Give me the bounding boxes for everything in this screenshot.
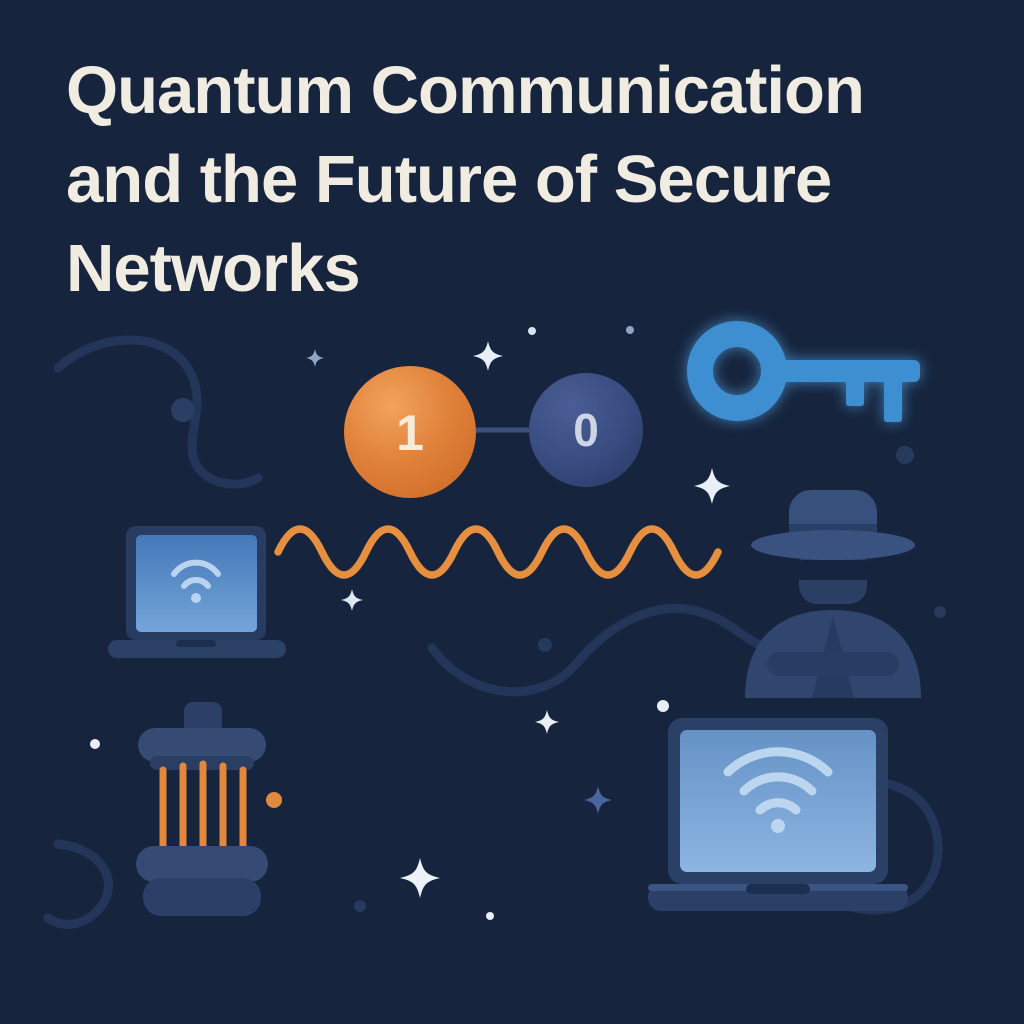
laptop-wifi-left-icon (108, 526, 286, 658)
spy-arms (767, 652, 899, 676)
background-dots (90, 326, 946, 920)
spy-eavesdropper-icon (745, 490, 921, 698)
qubit-pair: 1 0 (344, 366, 643, 498)
key-icon (687, 321, 920, 422)
qubit-zero-label: 0 (573, 404, 599, 456)
dot (171, 398, 195, 422)
dot (486, 912, 494, 920)
quantum-computer-icon (136, 702, 282, 916)
decorative-curve (43, 839, 113, 929)
title-line-2: and the Future of Secure (66, 142, 832, 217)
dot (657, 700, 669, 712)
qubit-zero-circle (529, 373, 643, 487)
wifi-icon (723, 747, 833, 833)
decorative-curve (427, 604, 797, 697)
sparkle-star-icon (306, 349, 324, 367)
sparkle-star-icon (584, 786, 612, 814)
dot (538, 638, 552, 652)
dot (934, 606, 946, 618)
dot (626, 326, 634, 334)
spy-hat-brim (751, 530, 915, 560)
sparkle-star-icon (535, 710, 559, 734)
quantum-wave-icon (274, 525, 722, 579)
qubit-one-label: 1 (396, 405, 424, 461)
dot (528, 327, 536, 335)
sparkle-star-icon (694, 468, 730, 504)
dot (896, 446, 914, 464)
decorative-curve (53, 335, 263, 489)
qubit-one-circle (344, 366, 476, 498)
sparkle-star-icon (400, 858, 440, 898)
wifi-icon (171, 559, 221, 603)
title-line-1: Quantum Communication (66, 53, 865, 128)
sparkle-star-icon (473, 341, 503, 371)
spy-sunglasses (793, 560, 873, 580)
ion-trap-wires (159, 760, 247, 858)
page-title: Quantum Communication and the Future of … (66, 46, 865, 313)
title-line-3: Networks (66, 231, 361, 306)
orange-dot (266, 792, 282, 808)
dot (90, 739, 100, 749)
dot (354, 900, 366, 912)
laptop-wifi-right-icon (648, 718, 908, 911)
sparkle-star-icon (341, 589, 363, 611)
